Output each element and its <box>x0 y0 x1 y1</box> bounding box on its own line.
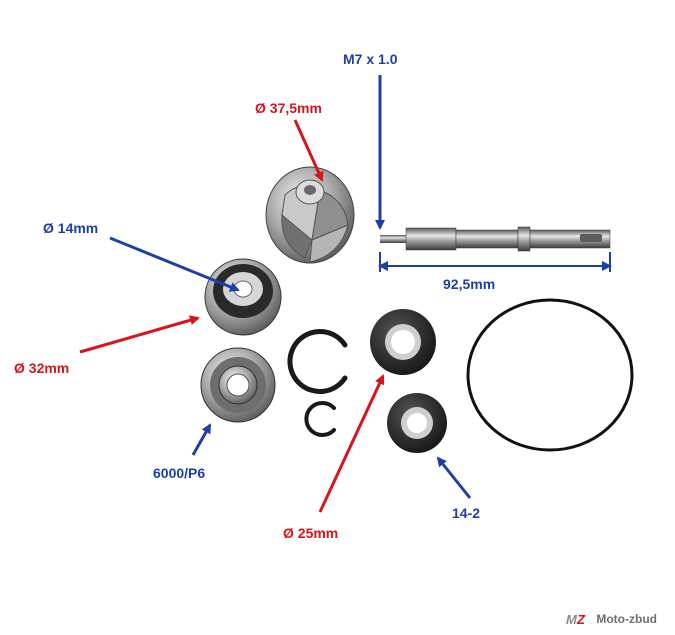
impeller-diameter-label: Ø 37,5mm <box>255 100 322 116</box>
large-circlip-part <box>287 329 348 394</box>
thread-label: M7 x 1.0 <box>343 51 398 67</box>
oil-seal-diameter-label: Ø 25mm <box>283 525 339 541</box>
oil-seal-size-label: 14-2 <box>452 505 481 521</box>
ball-bearing-part <box>200 347 276 423</box>
shaft-length-label: 92,5mm <box>443 276 496 292</box>
oil-seal-size-arrow <box>436 456 472 499</box>
svg-text:M: M <box>566 612 578 627</box>
small-circlip-part <box>304 401 336 437</box>
watermark: M Z Moto-zbud <box>566 611 657 627</box>
o-ring-part <box>466 298 634 452</box>
seal-inner-diameter-label: Ø 14mm <box>43 220 99 236</box>
moto-zbud-logo-icon: M Z <box>566 612 586 627</box>
bearing-arrow <box>191 423 212 456</box>
watermark-text: Moto-zbud <box>596 612 657 626</box>
mechanical-seal-part <box>204 258 282 336</box>
impeller-diameter-arrow <box>293 119 324 182</box>
seal-outer-arrow <box>79 315 200 354</box>
svg-text:Z: Z <box>576 612 586 627</box>
seal-inner-arrow <box>109 236 240 292</box>
large-oil-seal-part <box>370 309 436 375</box>
pump-shaft-part <box>380 226 611 252</box>
small-oil-seal-part <box>387 393 447 453</box>
impeller-part <box>265 166 355 264</box>
oil-seal-diameter-arrow <box>318 374 385 513</box>
seal-outer-diameter-label: Ø 32mm <box>14 360 70 376</box>
bearing-label: 6000/P6 <box>153 465 206 481</box>
